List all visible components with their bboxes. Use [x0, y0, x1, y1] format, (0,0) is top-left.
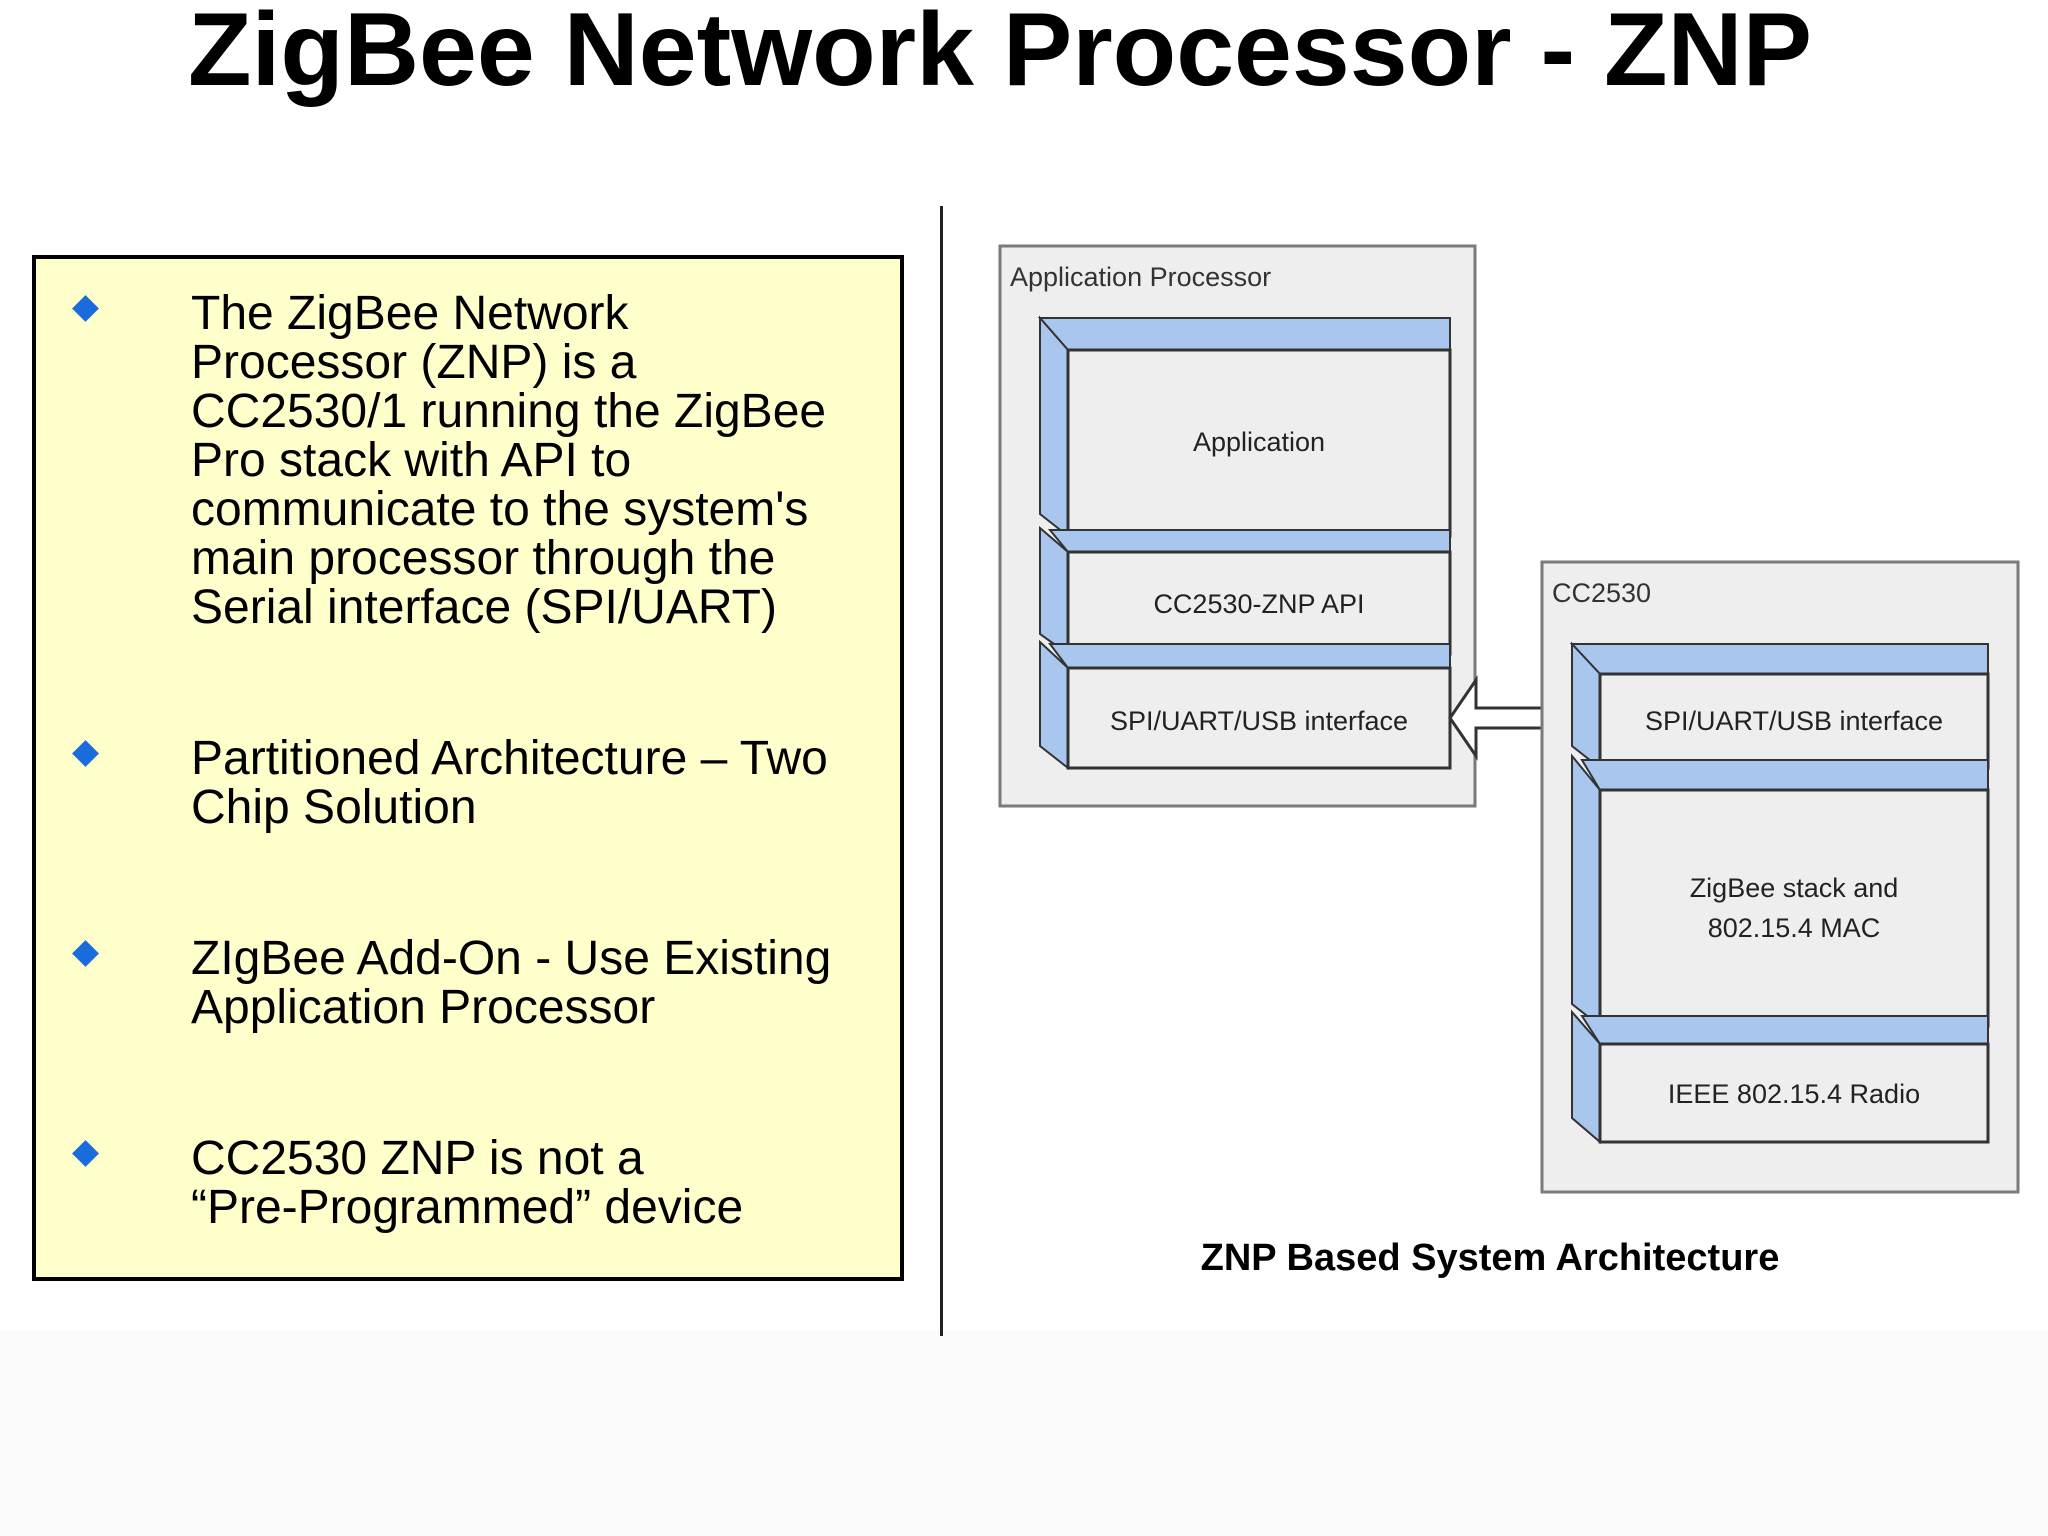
api-layer-label: CC2530-ZNP API: [1153, 589, 1364, 619]
bullet-line: Chip Solution: [191, 781, 477, 834]
bullet-line: CC2530/1 running the ZigBee: [191, 385, 827, 438]
application-layer-label: Application: [1193, 427, 1325, 457]
bullet-text: The ZigBee Network Processor (ZNP) is a …: [191, 289, 891, 632]
diamond-bullet-icon: [72, 295, 99, 322]
zigbee-stack-layer-label-line1: ZigBee stack and: [1690, 873, 1899, 903]
bullet-line: Partitioned Architecture – Two: [191, 732, 828, 785]
diamond-bullet-icon: [72, 1140, 99, 1167]
app-processor-label: Application Processor: [1010, 262, 1271, 292]
cc2530-label: CC2530: [1552, 578, 1651, 608]
radio-layer-label: IEEE 802.15.4 Radio: [1668, 1079, 1920, 1109]
bullet-text: CC2530 ZNP is not a “Pre-Programmed” dev…: [191, 1134, 891, 1232]
cc2530-interface-layer: SPI/UART/USB interface: [1569, 641, 1990, 771]
app-interface-layer-label: SPI/UART/USB interface: [1110, 706, 1408, 736]
bullet-line: communicate to the system's: [191, 483, 809, 536]
bullet-text: Partitioned Architecture – Two Chip Solu…: [191, 734, 891, 832]
bullet-list-box: The ZigBee Network Processor (ZNP) is a …: [32, 255, 904, 1281]
app-interface-layer: SPI/UART/USB interface: [1039, 639, 1452, 771]
radio-layer: IEEE 802.15.4 Radio: [1571, 1009, 1990, 1145]
cc2530-interface-layer-label: SPI/UART/USB interface: [1645, 706, 1943, 736]
bullet-line: Application Processor: [191, 981, 656, 1034]
bullet-line: main processor through the: [191, 532, 776, 585]
application-layer: Application: [1037, 315, 1452, 539]
diamond-bullet-icon: [72, 740, 99, 767]
diamond-bullet-icon: [72, 940, 99, 967]
slide-footer-band: [0, 1330, 2048, 1536]
zigbee-stack-layer-label-line2: 802.15.4 MAC: [1708, 913, 1881, 943]
diagram-caption: ZNP Based System Architecture: [1200, 1237, 1780, 1279]
bullet-line: Pro stack with API to: [191, 434, 632, 487]
bullet-line: Serial interface (SPI/UART): [191, 581, 777, 634]
slide-title: ZigBee Network Processor - ZNP: [188, 0, 1812, 108]
bullet-line: Processor (ZNP) is a: [191, 336, 637, 389]
api-layer: CC2530-ZNP API: [1039, 525, 1452, 656]
bullet-text: ZIgBee Add-On - Use Existing Application…: [191, 934, 891, 1032]
bullet-line: The ZigBee Network: [191, 287, 629, 340]
bullet-line: ZIgBee Add-On - Use Existing: [191, 932, 832, 985]
zigbee-stack-layer: ZigBee stack and 802.15.4 MAC: [1571, 753, 1990, 1029]
bullet-line: “Pre-Programmed” device: [191, 1181, 744, 1234]
bullet-line: CC2530 ZNP is not a: [191, 1132, 644, 1185]
znp-architecture-diagram: Application Processor Application CC2530…: [990, 240, 2030, 1215]
column-divider: [940, 206, 943, 1336]
